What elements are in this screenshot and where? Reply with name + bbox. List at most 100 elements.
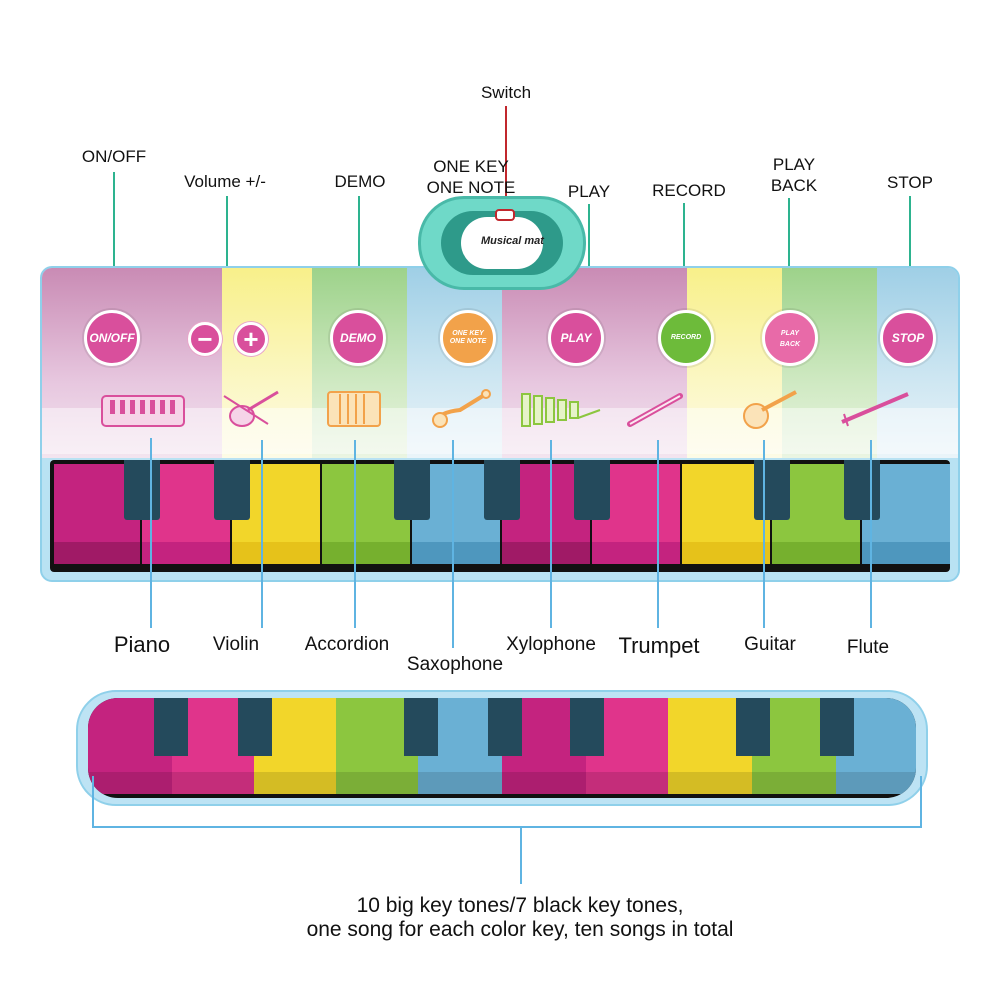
violin-pointer-line: [261, 440, 263, 628]
label-play-back-line2: BACK: [770, 176, 818, 195]
black-key-4[interactable]: [484, 460, 520, 520]
play-button[interactable]: PLAY: [548, 310, 604, 366]
caption-line-2: one song for each color key, ten songs i…: [306, 918, 734, 941]
label-violin: Violin: [212, 634, 260, 655]
record-button-label: RECORD: [670, 334, 702, 341]
closeup-black-key-3: [404, 698, 438, 756]
switch-pointer-line: [505, 106, 507, 214]
black-key-6[interactable]: [754, 460, 790, 520]
trumpet-pointer-line: [657, 440, 659, 628]
bracket-stem: [520, 826, 522, 884]
label-play-back-line1: PLAY: [772, 155, 816, 174]
closeup-black-key-2: [238, 698, 272, 756]
musical-mat-logo: Musical mat: [481, 235, 544, 247]
label-one-key-line2: ONE NOTE: [426, 178, 516, 197]
label-saxophone: Saxophone: [406, 654, 504, 675]
black-key-7[interactable]: [844, 460, 880, 520]
mode-switch[interactable]: [495, 209, 515, 221]
label-one-key-line1: ONE KEY: [433, 157, 509, 176]
caption-line-1: 10 big key tones/7 black key tones,: [356, 894, 684, 917]
keyboard: [50, 460, 950, 572]
play-back-button-label: PLAY BACK: [780, 327, 800, 349]
black-key-5[interactable]: [574, 460, 610, 520]
closeup-black-key-4: [488, 698, 522, 756]
black-key-2[interactable]: [214, 460, 250, 520]
closeup-black-key-6: [736, 698, 770, 756]
play-back-button[interactable]: PLAY BACK: [762, 310, 818, 366]
demo-button-label: DEMO: [340, 331, 376, 345]
volume-pointer-line: [226, 196, 228, 314]
record-button[interactable]: RECORD: [658, 310, 714, 366]
black-key-3[interactable]: [394, 460, 430, 520]
on-off-button[interactable]: ON/OFF: [84, 310, 140, 366]
flute-pointer-line: [870, 440, 872, 628]
piano-icon: [101, 395, 185, 427]
label-volume: Volume +/-: [184, 172, 266, 191]
closeup-black-key-1: [154, 698, 188, 756]
label-record: RECORD: [652, 181, 726, 200]
stop-pointer-line: [909, 196, 911, 308]
guitar-icon: [743, 390, 797, 429]
stop-button-label: STOP: [891, 331, 925, 345]
bracket-right: [920, 776, 922, 828]
black-key-1[interactable]: [124, 460, 160, 520]
band-yellow-2: [687, 268, 782, 458]
closeup-black-key-5: [570, 698, 604, 756]
label-demo: DEMO: [334, 172, 386, 191]
keyboard-closeup: [76, 690, 928, 806]
label-stop: STOP: [887, 173, 933, 192]
musical-mat: [40, 266, 960, 582]
flute-icon: [841, 392, 909, 427]
band-magenta-2: [502, 268, 687, 458]
switch-box: Musical mat: [418, 196, 586, 290]
keyboard-closeup-frame: [88, 698, 916, 798]
play-back-line2: BACK: [779, 341, 801, 348]
label-switch: Switch: [480, 83, 532, 102]
trumpet-icon: [627, 393, 683, 427]
white-key-4[interactable]: [322, 464, 410, 564]
instrument-strip: [42, 408, 958, 454]
label-trumpet: Trumpet: [618, 633, 700, 658]
label-accordion: Accordion: [304, 634, 390, 655]
one-key-line1: ONE KEY: [452, 330, 484, 337]
play-pointer-line: [588, 204, 590, 310]
band-yellow: [222, 268, 312, 458]
violin-icon: [223, 390, 279, 427]
piano-pointer-line: [150, 438, 152, 628]
xylophone-pointer-line: [550, 440, 552, 628]
play-back-line1: PLAY: [780, 330, 800, 337]
accordion-pointer-line: [354, 440, 356, 628]
label-guitar: Guitar: [744, 634, 796, 655]
label-piano: Piano: [113, 632, 171, 657]
accordion-icon: [327, 391, 381, 427]
volume-plus-button[interactable]: +: [234, 322, 268, 356]
demo-pointer-line: [358, 196, 360, 310]
demo-button[interactable]: DEMO: [330, 310, 386, 366]
play-back-pointer-line: [788, 198, 790, 310]
guitar-pointer-line: [763, 440, 765, 628]
stop-button[interactable]: STOP: [880, 310, 936, 366]
saxophone-pointer-line: [452, 440, 454, 648]
saxophone-icon: [432, 389, 491, 428]
switch-panel: [461, 217, 543, 269]
label-play-back: PLAY BACK: [754, 154, 834, 196]
record-pointer-line: [683, 203, 685, 311]
closeup-key-fronts: [88, 772, 916, 794]
label-flute: Flute: [846, 637, 890, 658]
label-on-off: ON/OFF: [81, 147, 147, 166]
play-button-label: PLAY: [560, 331, 592, 345]
bracket-left: [92, 776, 94, 828]
label-one-key-one-note: ONE KEY ONE NOTE: [416, 156, 526, 198]
volume-minus-button[interactable]: −: [188, 322, 222, 356]
on-off-pointer-line: [113, 172, 115, 300]
xylophone-icon: [521, 393, 601, 427]
label-play: PLAY: [567, 182, 611, 201]
volume-minus-label: −: [197, 324, 213, 354]
label-xylophone: Xylophone: [506, 634, 596, 655]
bracket-bottom: [92, 826, 922, 828]
one-key-line2: ONE NOTE: [449, 338, 487, 345]
closeup-black-key-7: [820, 698, 854, 756]
on-off-button-label: ON/OFF: [89, 331, 135, 345]
